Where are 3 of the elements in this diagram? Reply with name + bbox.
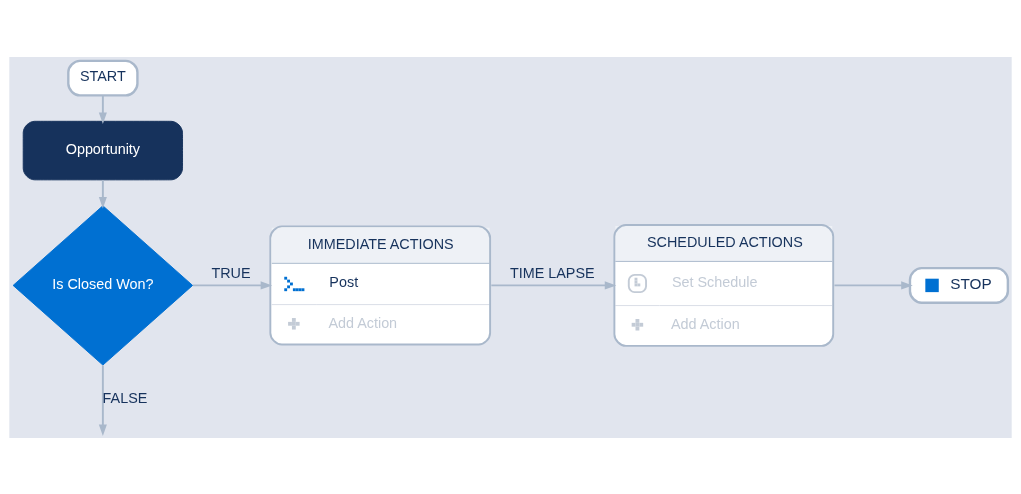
edge-label: FALSE <box>102 388 148 405</box>
edge-label: TIME LAPSE <box>509 264 595 281</box>
edge-label: TRUE <box>211 264 251 281</box>
